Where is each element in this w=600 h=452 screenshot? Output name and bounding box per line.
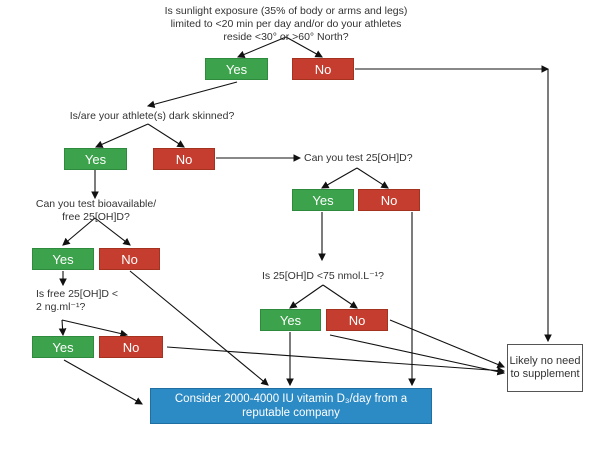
outcome-no-supplement: Likely no need to supplement <box>507 344 583 392</box>
sunlight-yes-button: Yes <box>205 58 268 80</box>
test-25ohd-yes-button: Yes <box>292 189 354 211</box>
question-lt75: Is 25[OH]D <75 nmol.L⁻¹? <box>262 270 384 282</box>
bioavailable-no-button: No <box>99 248 160 270</box>
sunlight-no-button: No <box>292 58 354 80</box>
bioavailable-yes-button: Yes <box>32 248 94 270</box>
lt75-yes-button: Yes <box>260 309 321 331</box>
lt75-no-button: No <box>326 309 388 331</box>
test-25ohd-no-button: No <box>358 189 420 211</box>
question-free-25ohd: Is free 25[OH]D < 2 ng.ml⁻¹? <box>36 288 118 313</box>
question-dark-skin: Is/are your athlete(s) dark skinned? <box>69 110 235 122</box>
question-bioavailable: Can you test bioavailable/ free 25[OH]D? <box>35 198 157 223</box>
dark-skin-no-button: No <box>153 148 215 170</box>
free-25ohd-no-button: No <box>99 336 163 358</box>
question-test-25ohd: Can you test 25[OH]D? <box>304 152 413 164</box>
free-25ohd-yes-button: Yes <box>32 336 94 358</box>
question-sunlight: Is sunlight exposure (35% of body or arm… <box>164 5 408 43</box>
dark-skin-yes-button: Yes <box>64 148 127 170</box>
outcome-supplement: Consider 2000-4000 IU vitamin D₃/day fro… <box>150 388 432 424</box>
